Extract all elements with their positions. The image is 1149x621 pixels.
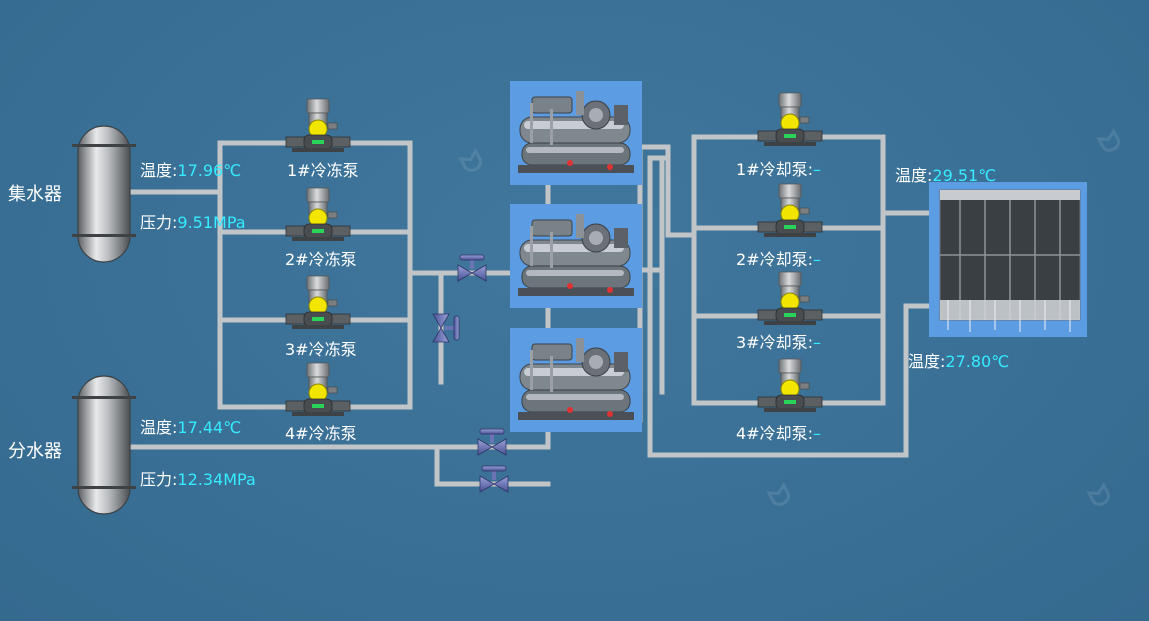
valve-icon[interactable] <box>478 429 506 455</box>
valve-icon[interactable] <box>433 314 459 342</box>
collector-tank-name: 集水器 <box>8 180 62 206</box>
tower-supply-temp: 温度:29.51℃ <box>895 162 996 186</box>
distributor-temp: 温度:17.44℃ <box>140 414 241 438</box>
chilled-pump-3-label: 3#冷冻泵 <box>285 336 357 360</box>
cooling-pump-1-icon[interactable] <box>758 93 822 146</box>
chiller-unit-3-icon[interactable] <box>510 328 642 432</box>
cooling-pump-4-label: 4#冷却泵:– <box>736 420 821 444</box>
chilled-pump-2-label: 2#冷冻泵 <box>285 246 357 270</box>
distributor-pressure: 压力:12.34MPa <box>140 466 256 490</box>
cooling-pump-1-label: 1#冷却泵:– <box>736 156 821 180</box>
cooling-pump-2-label: 2#冷却泵:– <box>736 246 821 270</box>
chilled-pump-2-icon[interactable] <box>286 188 350 241</box>
valve-icon[interactable] <box>458 255 486 281</box>
valve-icon[interactable] <box>480 466 508 492</box>
cooling-pump-3-label: 3#冷却泵:– <box>736 329 821 353</box>
collector-temp: 温度:17.96℃ <box>140 157 241 181</box>
tower-return-temp: 温度:27.80℃ <box>908 348 1009 372</box>
cooling-tower-icon[interactable] <box>929 182 1087 337</box>
cooling-pump-3-icon[interactable] <box>758 272 822 325</box>
cooling-pump-2-icon[interactable] <box>758 184 822 237</box>
chilled-pump-3-icon[interactable] <box>286 276 350 329</box>
chilled-pump-1-label: 1#冷冻泵 <box>287 157 359 181</box>
chilled-pump-1-icon[interactable] <box>286 99 350 152</box>
collector-pressure: 压力:9.51MPa <box>140 209 246 233</box>
collector-tank <box>72 126 136 262</box>
distributor-tank <box>72 376 136 514</box>
chiller-unit-2-icon[interactable] <box>510 204 642 308</box>
chilled-pump-4-label: 4#冷冻泵 <box>285 420 357 444</box>
cooling-pump-4-icon[interactable] <box>758 359 822 412</box>
chilled-pump-4-icon[interactable] <box>286 363 350 416</box>
distributor-tank-name: 分水器 <box>8 437 62 463</box>
chiller-unit-1-icon[interactable] <box>510 81 642 185</box>
